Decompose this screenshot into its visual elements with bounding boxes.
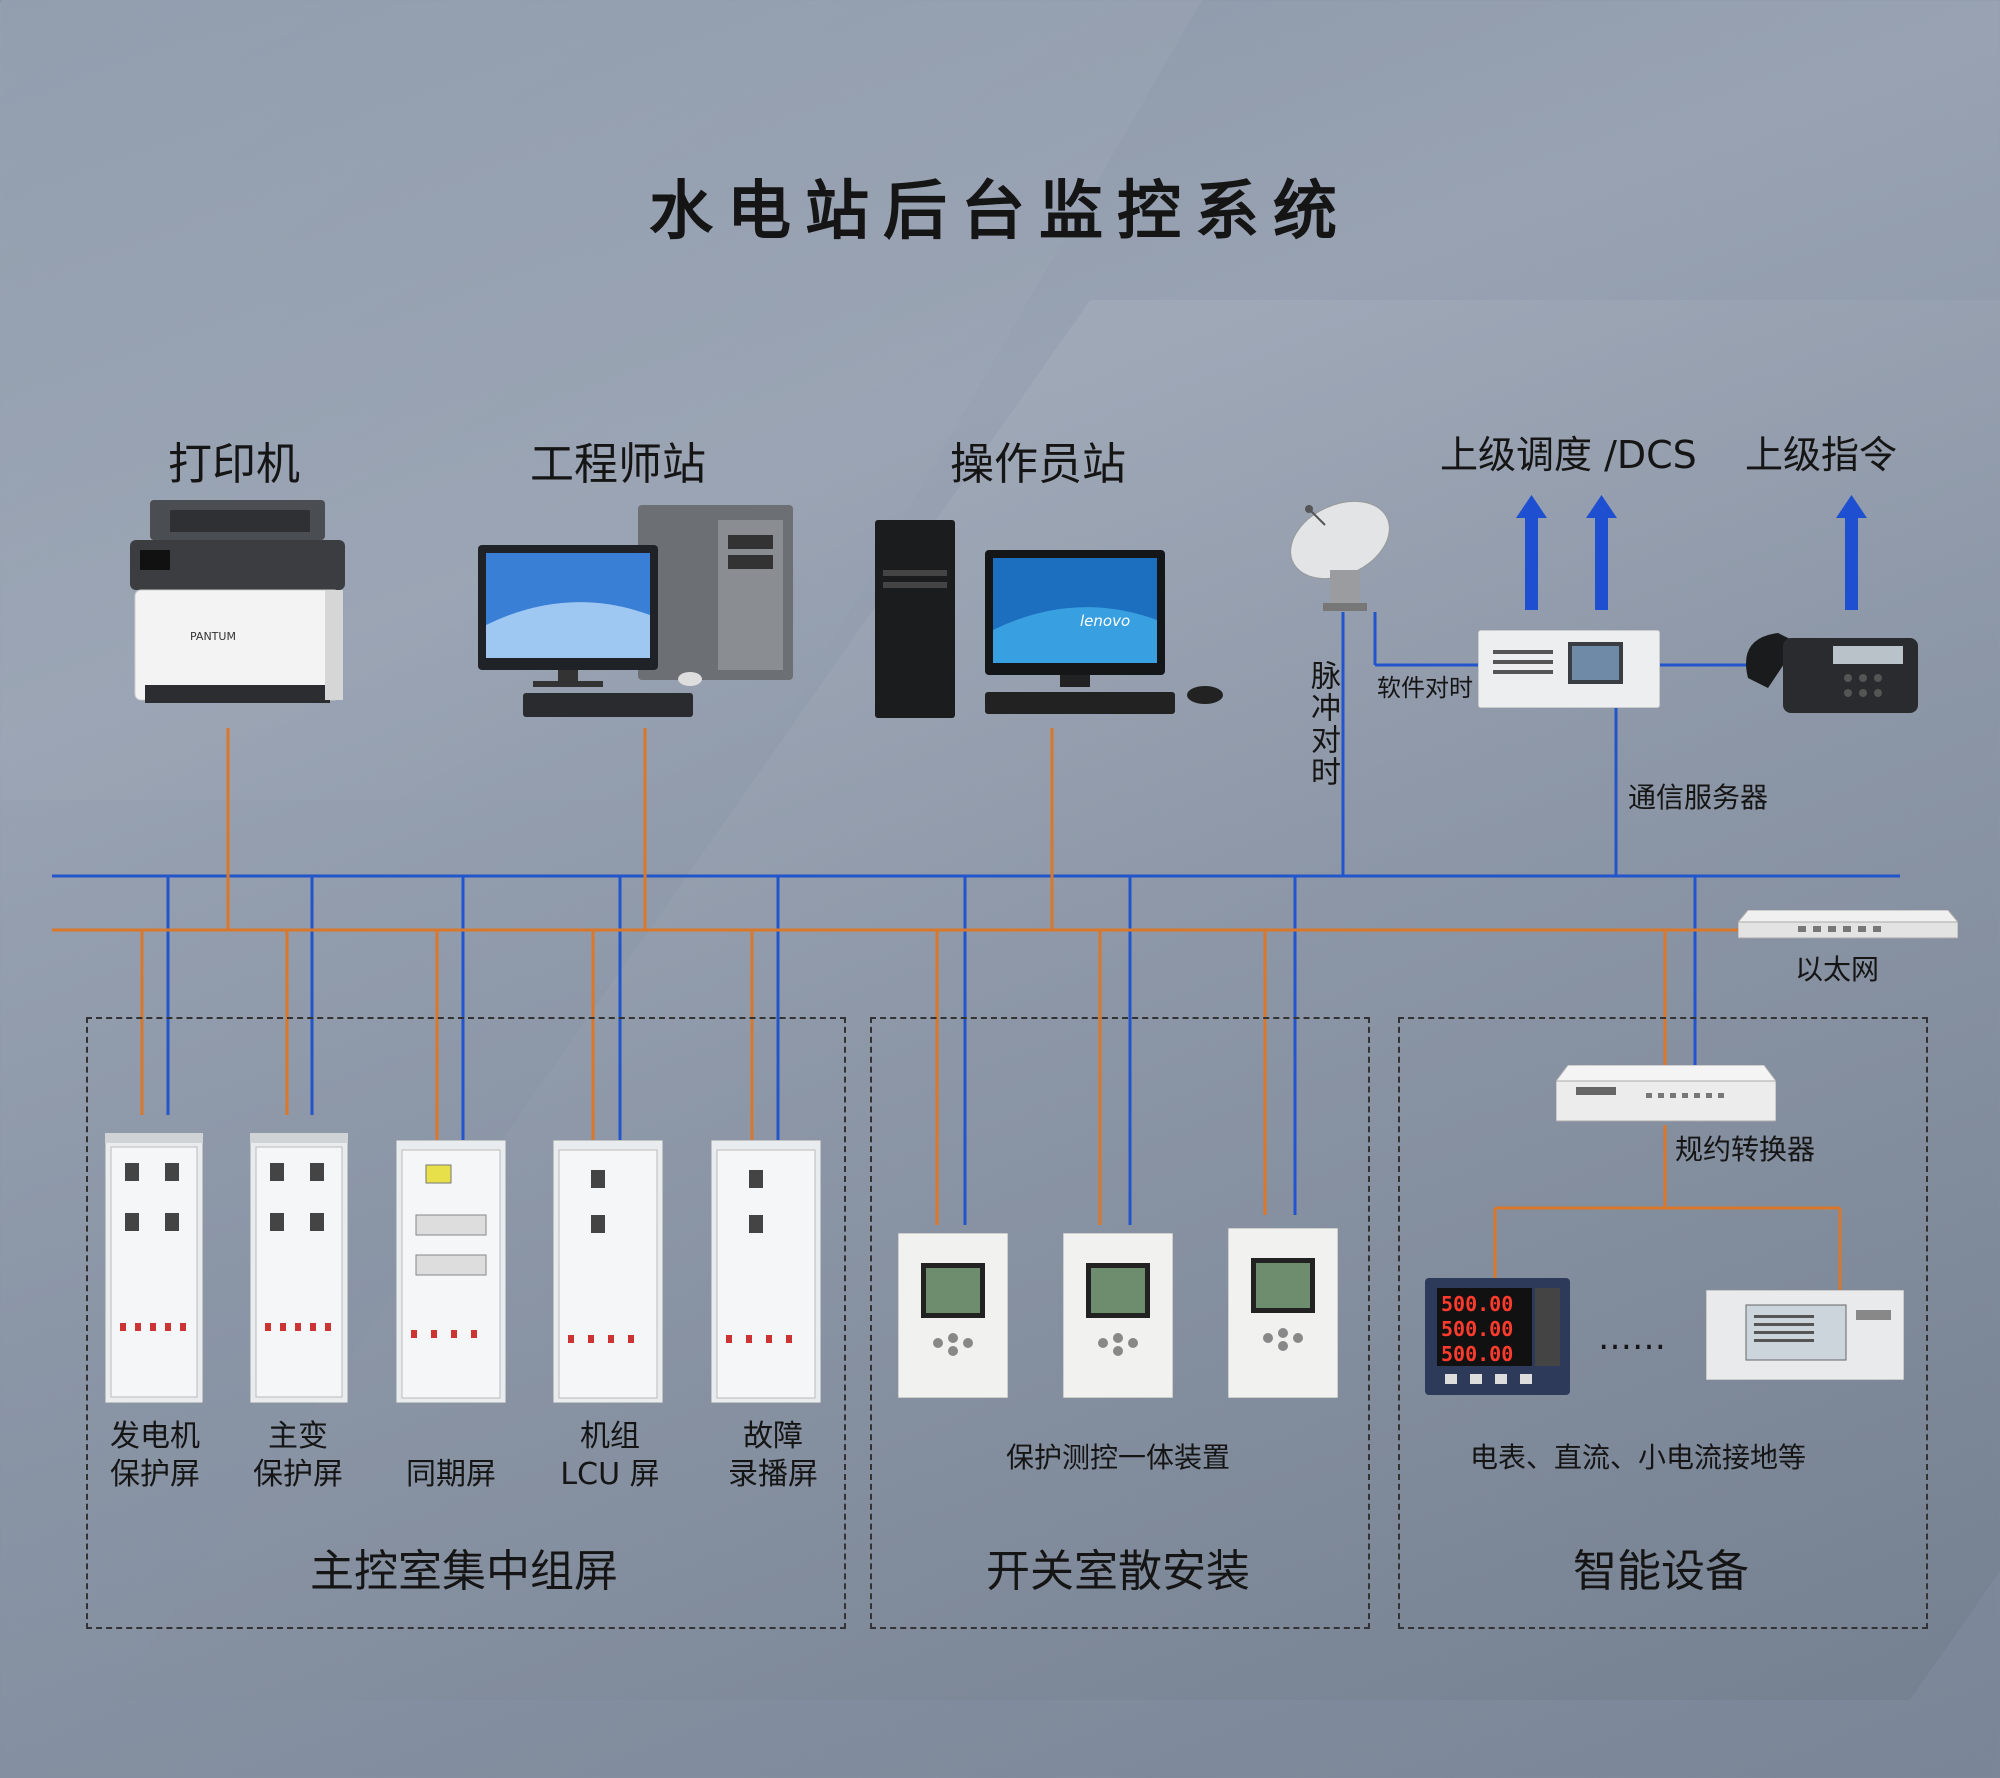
upstream-command-label: 上级指令	[1745, 433, 1898, 477]
protocol-converter-label: 规约转换器	[1675, 1133, 1816, 1166]
cabinet-icon	[104, 1132, 204, 1404]
cabinet-label-line1: 机组	[580, 1419, 640, 1454]
protection-relay-unit	[897, 1232, 1009, 1399]
cabinet-label: 主变 保护屏	[233, 1418, 363, 1494]
printer-device: PANTUM	[130, 500, 345, 718]
gps-antenna-device	[1285, 495, 1395, 615]
protocol-converter-device	[1555, 1064, 1777, 1125]
cabinet-icon	[552, 1139, 664, 1404]
cabinet-fault-recorder	[710, 1139, 822, 1404]
meter-readings: 500.00 500.00 500.00	[1441, 1292, 1513, 1367]
cabinet-generator-protection	[104, 1132, 204, 1404]
meter-reading: 500.00	[1441, 1317, 1514, 1341]
ethernet-switch-device	[1736, 909, 1960, 940]
orange-network	[52, 728, 1842, 1290]
intelligent-group-title: 智能设备	[1573, 1546, 1749, 1597]
relay-icon	[1062, 1232, 1174, 1399]
printer-icon	[130, 500, 345, 703]
cabinet-label-line2: 保护屏	[253, 1457, 343, 1492]
cabinet-label-line1: 主变	[268, 1419, 328, 1454]
cabinet-label-line2: 录播屏	[728, 1457, 818, 1492]
main-control-room-group	[86, 1017, 846, 1629]
meter-reading: 500.00	[1441, 1342, 1514, 1366]
cabinet-label-line1	[386, 1418, 516, 1456]
pc-brand: lenovo	[1080, 612, 1131, 630]
rack-server-icon	[1555, 1064, 1777, 1122]
engineer-station-device	[478, 505, 798, 725]
power-meter-icon	[1425, 1278, 1570, 1395]
satellite-dish-icon	[1290, 500, 1390, 611]
relay-icon	[1227, 1227, 1339, 1399]
cabinet-icon	[395, 1139, 507, 1404]
operator-station-label: 操作员站	[950, 439, 1126, 490]
cabinet-icon	[710, 1139, 822, 1404]
engineer-station-label: 工程师站	[530, 439, 706, 490]
meters-caption: 电表、直流、小电流接地等	[1470, 1441, 1807, 1474]
comm-server-label: 通信服务器	[1628, 781, 1769, 814]
cabinet-label-line2: 同期屏	[406, 1457, 496, 1492]
cabinet-label: 同期屏	[386, 1418, 516, 1494]
cabinet-label-line1: 发电机	[110, 1419, 200, 1454]
blue-network	[52, 612, 1900, 1225]
cabinet-label-line2: 保护屏	[110, 1457, 200, 1492]
printer-label: 打印机	[168, 439, 300, 490]
main-control-group-title: 主控室集中组屏	[310, 1546, 618, 1597]
power-meter-device: 500.00 500.00 500.00	[1425, 1278, 1570, 1395]
rack-monitor-icon	[1705, 1289, 1905, 1381]
desktop-computer-icon	[875, 520, 1223, 718]
operator-station-device: lenovo	[875, 520, 1225, 720]
network-switch-icon	[1736, 909, 1960, 939]
rack-server-icon	[1477, 629, 1661, 709]
printer-brand: PANTUM	[190, 630, 236, 643]
cabinet-unit-lcu	[552, 1139, 664, 1404]
intelligent-device-group	[1398, 1017, 1928, 1629]
cabinet-label-line2: LCU 屏	[560, 1457, 660, 1492]
cabinet-label: 机组 LCU 屏	[545, 1418, 675, 1494]
cabinet-icon	[249, 1132, 349, 1404]
cabinet-label: 故障 录播屏	[708, 1418, 838, 1494]
desktop-computer-icon	[478, 505, 793, 717]
ethernet-label: 以太网	[1795, 953, 1880, 986]
soft-sync-label: 软件对时	[1377, 674, 1473, 702]
cabinet-transformer-protection	[249, 1132, 349, 1404]
cabinet-label: 发电机 保护屏	[90, 1418, 220, 1494]
page-title: 水电站后台监控系统	[649, 175, 1351, 249]
pulse-sync-label: 脉冲对时	[1305, 660, 1340, 788]
uplink-arrows	[1516, 495, 1867, 610]
telephone-device	[1738, 618, 1923, 718]
cabinet-label-line1: 故障	[743, 1419, 803, 1454]
protection-relay-unit	[1227, 1227, 1339, 1399]
telephone-icon	[1746, 633, 1918, 713]
cabinet-synchronization	[395, 1139, 507, 1404]
relay-icon	[897, 1232, 1009, 1399]
protection-relay-unit	[1062, 1232, 1174, 1399]
upstream-dispatch-label: 上级调度 /DCS	[1440, 433, 1697, 477]
ellipsis-text: ……	[1598, 1318, 1666, 1358]
switch-room-group	[870, 1017, 1370, 1629]
comm-server-device	[1477, 629, 1661, 709]
protection-unit-caption: 保护测控一体装置	[1005, 1441, 1230, 1474]
switch-room-group-title: 开关室散安装	[986, 1546, 1250, 1597]
dc-monitor-device	[1705, 1289, 1905, 1381]
meter-reading: 500.00	[1441, 1292, 1514, 1316]
